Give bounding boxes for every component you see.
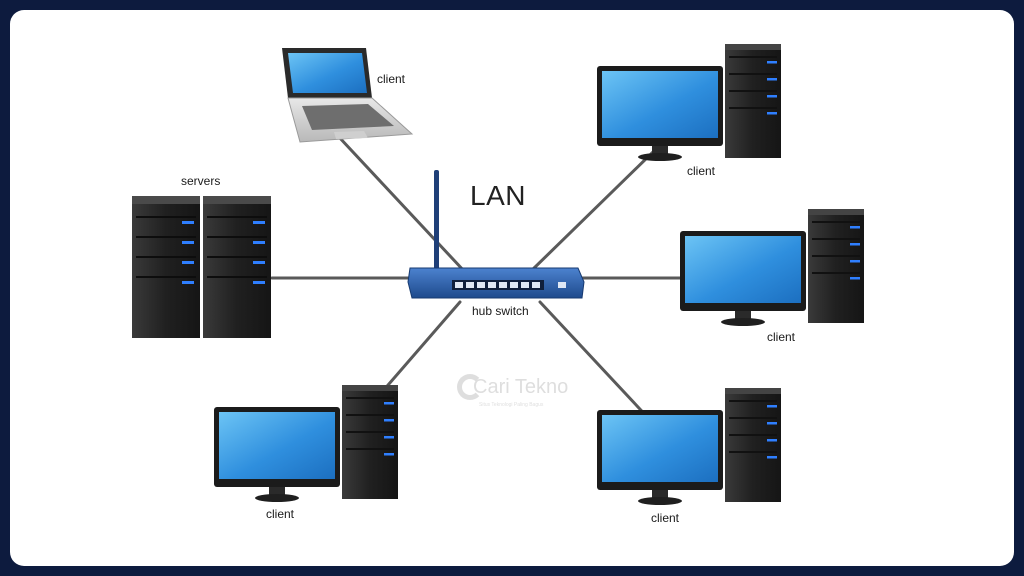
top-right-client-label: client: [687, 164, 716, 178]
link-bottom-left-client: [380, 300, 462, 394]
servers-label: servers: [181, 174, 221, 188]
network-diagram: [132, 44, 864, 505]
bottom-left-client: [214, 385, 398, 502]
bottom-left-client-label: client: [266, 507, 295, 521]
laptop-client-label: client: [377, 72, 406, 86]
hub-switch: [407, 170, 585, 299]
magnifier-icon: [457, 374, 483, 400]
link-top-right-client: [528, 150, 655, 274]
right-client: [680, 209, 864, 326]
watermark: Cari Tekno Situs Teknologi Paling Bagus: [457, 368, 597, 424]
diagram-title: LAN: [470, 180, 526, 211]
link-laptop-client: [336, 134, 467, 274]
network-links: [270, 134, 684, 424]
laptop-client: [282, 48, 414, 143]
servers: [132, 196, 271, 338]
watermark-tagline: Situs Teknologi Paling Bagus: [479, 402, 544, 408]
diagram-frame: LAN client client client client client s…: [10, 10, 1014, 566]
hub-switch-label: hub switch: [472, 304, 529, 318]
right-client-label: client: [767, 330, 796, 344]
watermark-name: Cari Tekno: [473, 376, 569, 398]
antenna-icon: [434, 170, 439, 276]
bottom-right-client: [597, 388, 781, 505]
bottom-right-client-label: client: [651, 511, 680, 525]
top-right-client: [597, 44, 781, 161]
link-bottom-right-client: [538, 300, 654, 424]
